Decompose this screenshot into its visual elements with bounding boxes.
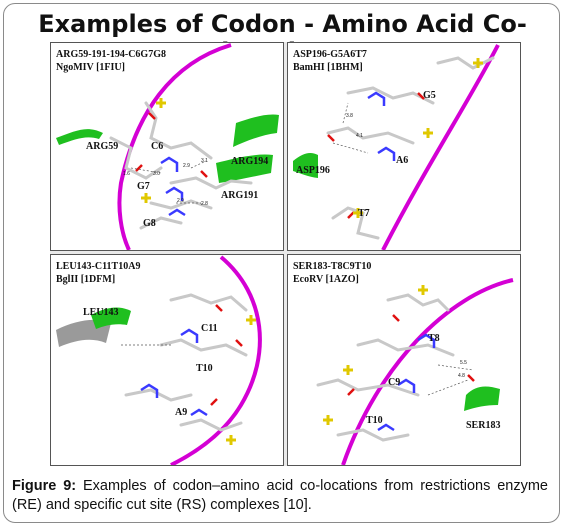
label-g5: G5 — [423, 90, 436, 101]
label-t8: T8 — [428, 333, 440, 344]
panel-asp196: ASP196-G5A6T7 BamHI [1BHM] G5 A6 ASP196 … — [287, 42, 521, 251]
panel-arg59: ARG59-191-194-C6G7G8 NgoMIV [1FIU] ARG59… — [50, 42, 284, 251]
dist-8: 4.1 — [356, 133, 363, 139]
panel-ser183-title: SER183-T8C9T10 EcoRV [1AZO] — [293, 260, 371, 286]
label-c9: C9 — [388, 377, 401, 388]
dist-2: 3.1 — [201, 158, 208, 164]
label-leu143: LEU143 — [83, 307, 119, 318]
label-arg191: ARG191 — [221, 190, 259, 201]
label-a6: A6 — [396, 155, 409, 166]
label-c6: C6 — [151, 141, 164, 152]
dist-4: 1.6 — [123, 171, 130, 177]
label-g7: G7 — [137, 181, 150, 192]
caption-text: Examples of codon–amino acid co-location… — [12, 478, 548, 513]
panel-leu143-code: LEU143-C11T10A9 — [56, 261, 141, 272]
label-c11: C11 — [201, 323, 218, 334]
label-arg194: ARG194 — [231, 156, 269, 167]
molecule-asp196-image — [293, 44, 500, 250]
panel-asp196-code: ASP196-G5A6T7 — [293, 49, 367, 60]
figure-caption: Figure 9: Examples of codon–amino acid c… — [12, 477, 548, 515]
dist-3: 2.9 — [183, 163, 190, 169]
panel-leu143: LEU143-C11T10A9 BglII [1DFM] LEU143 C11 … — [50, 254, 284, 466]
panel-arg59-code: ARG59-191-194-C6G7G8 — [56, 49, 166, 60]
panel-ser183-code: SER183-T8C9T10 — [293, 261, 372, 272]
label-t10: T10 — [196, 363, 213, 374]
panel-leu143-title: LEU143-C11T10A9 BglII [1DFM] — [56, 260, 140, 286]
dist-9: 5.5 — [460, 360, 467, 366]
panel-arg59-enzyme: NgoMIV [1FIU] — [56, 62, 125, 73]
figure-frame — [3, 3, 560, 523]
panel-ser183: SER183-T8C9T10 EcoRV [1AZO] T8 C9 T10 SE… — [287, 254, 521, 466]
dist-6: 2.8 — [201, 201, 208, 207]
dist-7: 3.8 — [346, 113, 353, 119]
dist-5: 2.9 — [177, 198, 184, 204]
label-t10b: T10 — [366, 415, 383, 426]
dist-1: 3.0 — [153, 171, 160, 177]
panel-leu143-enzyme: BglII [1DFM] — [56, 274, 116, 285]
molecule-ser183-image — [316, 278, 514, 465]
label-a9: A9 — [175, 407, 188, 418]
label-asp196: ASP196 — [296, 165, 330, 176]
molecule-arg59-image — [56, 43, 279, 250]
panel-arg59-title: ARG59-191-194-C6G7G8 NgoMIV [1FIU] — [56, 48, 166, 74]
label-t7: T7 — [358, 208, 370, 219]
molecule-leu143-image — [56, 255, 262, 465]
label-ser183: SER183 — [466, 420, 501, 431]
label-arg59: ARG59 — [86, 141, 119, 152]
dist-10: 4.8 — [458, 373, 465, 379]
panel-asp196-enzyme: BamHI [1BHM] — [293, 62, 363, 73]
panel-ser183-enzyme: EcoRV [1AZO] — [293, 274, 359, 285]
label-g8: G8 — [143, 218, 156, 229]
caption-label: Figure 9: — [12, 478, 77, 494]
figure-panels: ARG59-191-194-C6G7G8 NgoMIV [1FIU] ARG59… — [50, 42, 521, 466]
panel-asp196-title: ASP196-G5A6T7 BamHI [1BHM] — [293, 48, 367, 74]
